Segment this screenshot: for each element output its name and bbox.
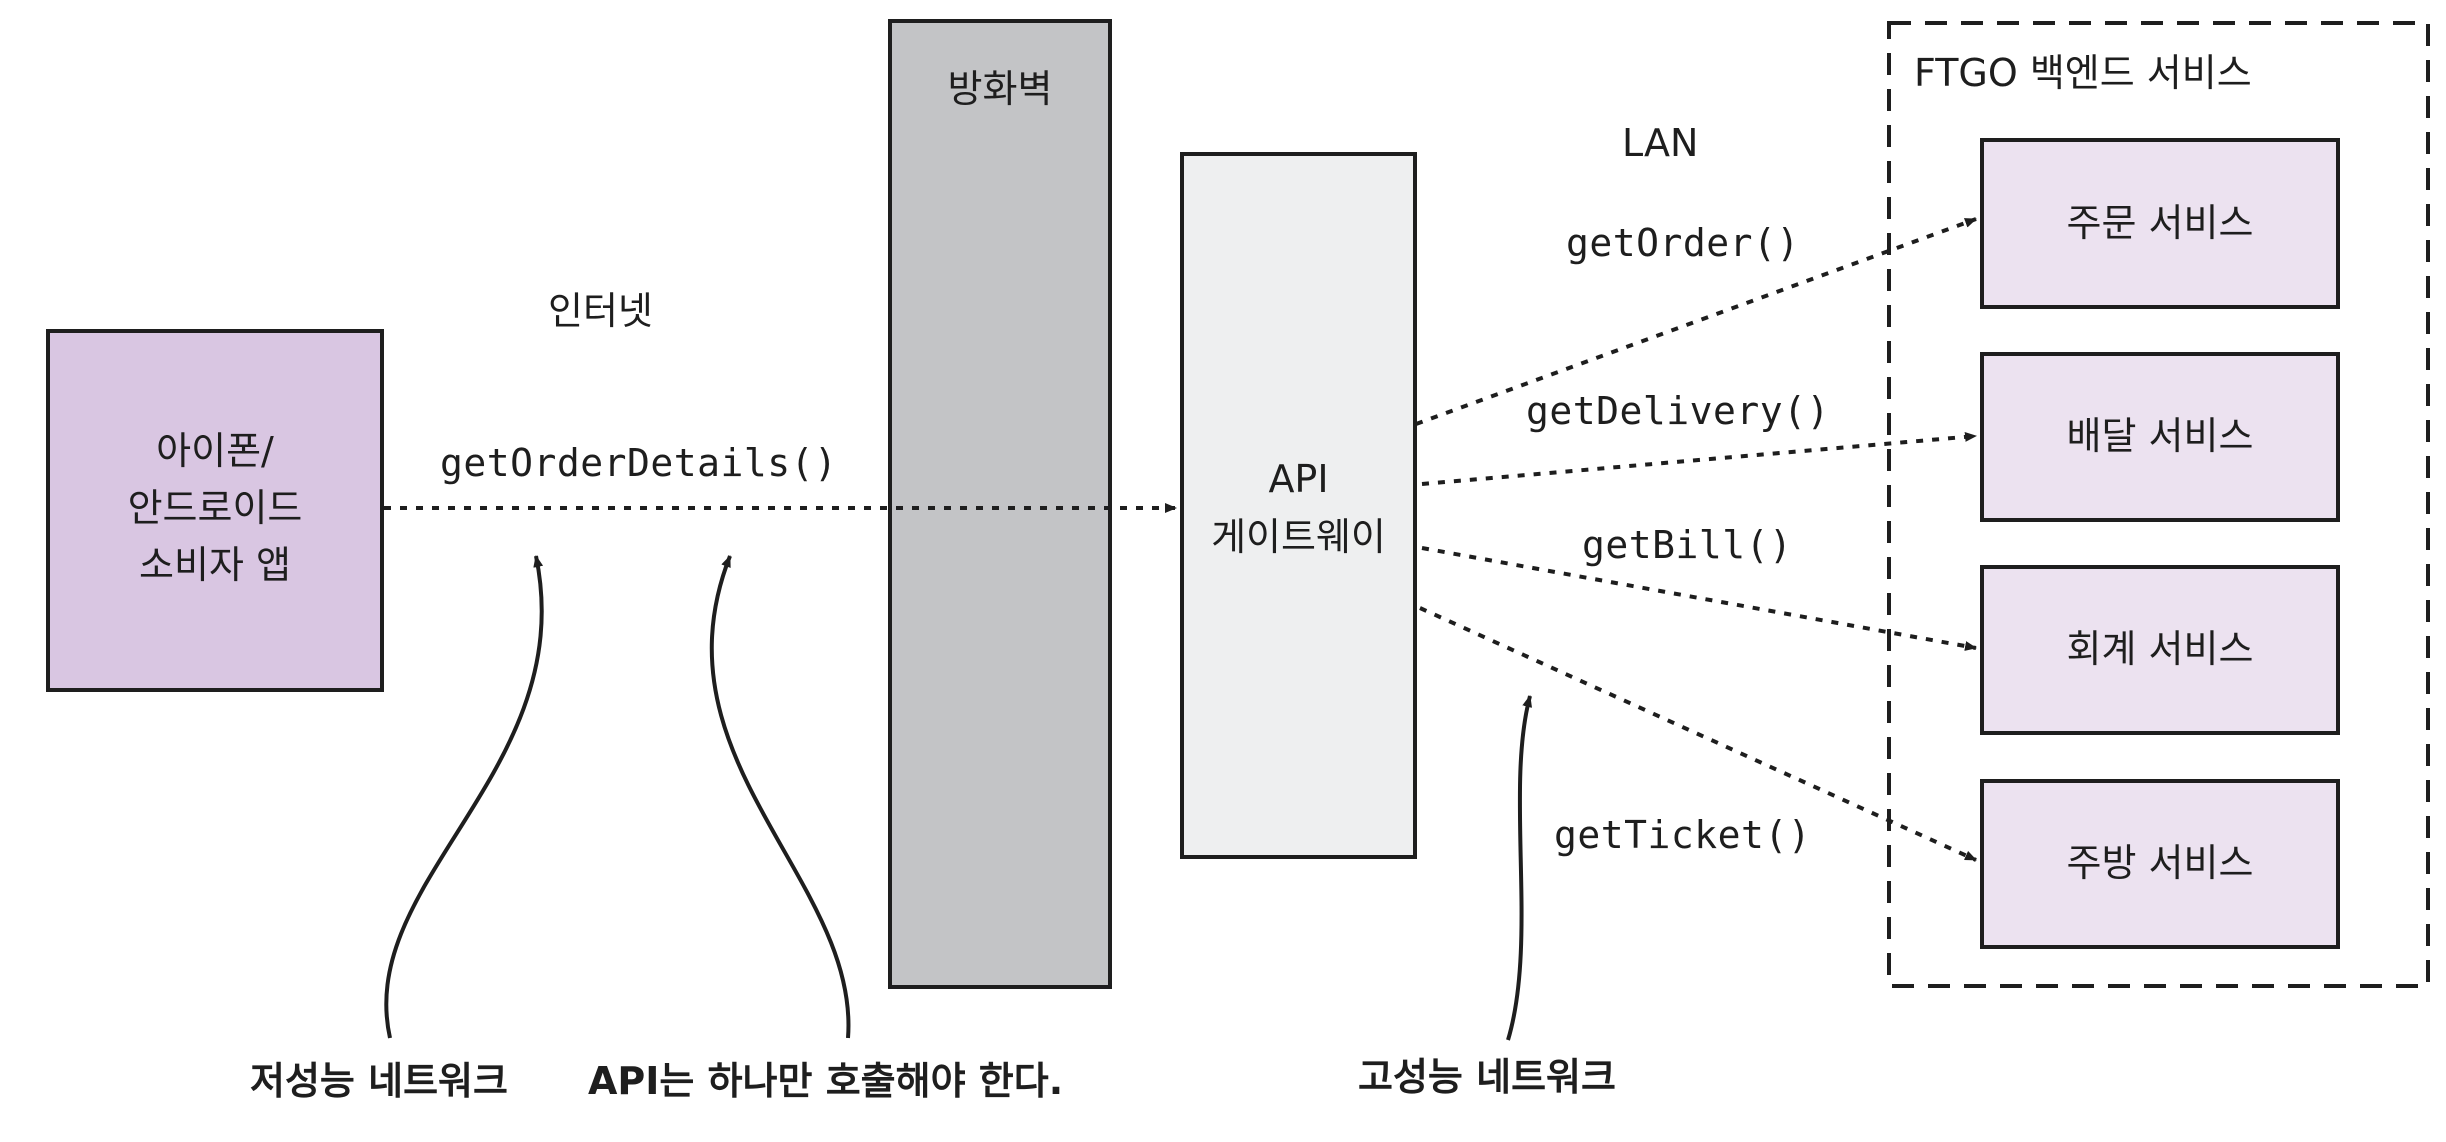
backend-title: FTGO 백엔드 서비스 <box>1914 51 2252 95</box>
api-gateway-label: API 게이트웨이 <box>1211 457 1386 559</box>
get-ticket-call-label: getTicket() <box>1554 813 1812 857</box>
client-app-box <box>46 329 384 692</box>
get-delivery-call-label: getDelivery() <box>1526 389 1830 433</box>
single-call-pointer <box>709 555 851 1039</box>
gateway-to-delivery-arrow <box>1421 431 1977 486</box>
lan-label: LAN <box>1622 121 1699 165</box>
high-performance-network-annotation: 고성능 네트워크 <box>1358 1055 1616 1099</box>
get-order-call-label: getOrder() <box>1566 221 1800 265</box>
low-perf-pointer <box>384 555 544 1039</box>
backend-services-container <box>1887 21 2430 988</box>
kitchen-service-label: 주방 서비스 <box>2066 841 2254 885</box>
low-performance-network-annotation: 저성능 네트워크 <box>250 1059 508 1103</box>
internet-label: 인터넷 <box>548 289 653 333</box>
accounting-service-label: 회계 서비스 <box>2066 627 2254 671</box>
accounting-service-box <box>1980 565 2340 735</box>
api-gateway-box <box>1180 152 1417 859</box>
high-perf-pointer <box>1506 695 1533 1041</box>
client-call-label: getOrderDetails() <box>440 441 838 485</box>
single-call-annotation: API는 하나만 호출해야 한다. <box>588 1059 1064 1103</box>
delivery-service-box <box>1980 352 2340 522</box>
firewall-box <box>888 19 1112 989</box>
order-service-label: 주문 서비스 <box>2066 201 2254 245</box>
gateway-to-kitchen-arrow <box>1419 606 1977 862</box>
delivery-service-label: 배달 서비스 <box>2066 414 2254 458</box>
order-service-box <box>1980 138 2340 309</box>
gateway-to-order-arrow <box>1415 217 1977 426</box>
kitchen-service-box <box>1980 779 2340 949</box>
firewall-label: 방화벽 <box>947 67 1053 111</box>
gateway-to-accounting-arrow <box>1421 546 1977 651</box>
client-app-label: 아이폰/ 안드로이드 소비자 앱 <box>127 429 303 587</box>
get-bill-call-label: getBill() <box>1582 523 1793 567</box>
